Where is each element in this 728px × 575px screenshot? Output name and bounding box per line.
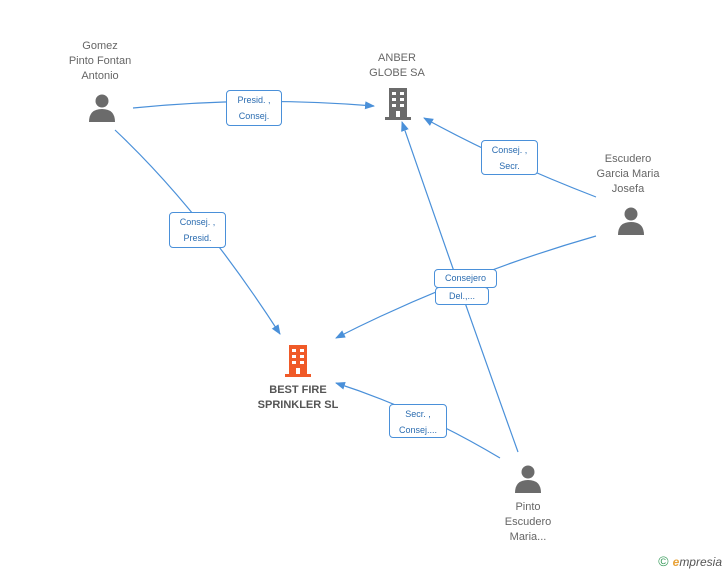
edge-label-gomez-bestfire[interactable]: Consej. , Presid. (169, 212, 226, 248)
building-icon[interactable] (383, 87, 413, 121)
edge-label-escudero-bestfire[interactable]: Consejero (434, 269, 497, 288)
node-label-pinto[interactable]: Pinto Escudero Maria... (504, 501, 552, 543)
edge-label-pinto-bestfire[interactable]: Secr. , Consej.... (389, 404, 447, 438)
edge-label-pinto-anber[interactable]: Del.,... (435, 287, 489, 305)
node-label-bestfire[interactable]: BEST FIRE SPRINKLER SL (257, 384, 339, 411)
person-icon[interactable] (616, 206, 646, 236)
person-icon[interactable] (513, 464, 543, 494)
building-icon[interactable] (283, 344, 313, 378)
edge-label-gomez-anber[interactable]: Presid. , Consej. (226, 90, 282, 126)
copyright-icon: © (658, 553, 669, 569)
node-label-gomez[interactable]: Gomez Pinto Fontan Antonio (68, 40, 132, 82)
copyright-footer: ©empresia (658, 553, 722, 569)
node-label-anber[interactable]: ANBER GLOBE SA (369, 52, 425, 79)
empresia-logo: empresia (672, 555, 722, 569)
node-label-escudero[interactable]: Escudero Garcia Maria Josefa (596, 153, 660, 195)
person-icon[interactable] (87, 93, 117, 123)
edge-label-escudero-anber[interactable]: Consej. , Secr. (481, 140, 538, 175)
